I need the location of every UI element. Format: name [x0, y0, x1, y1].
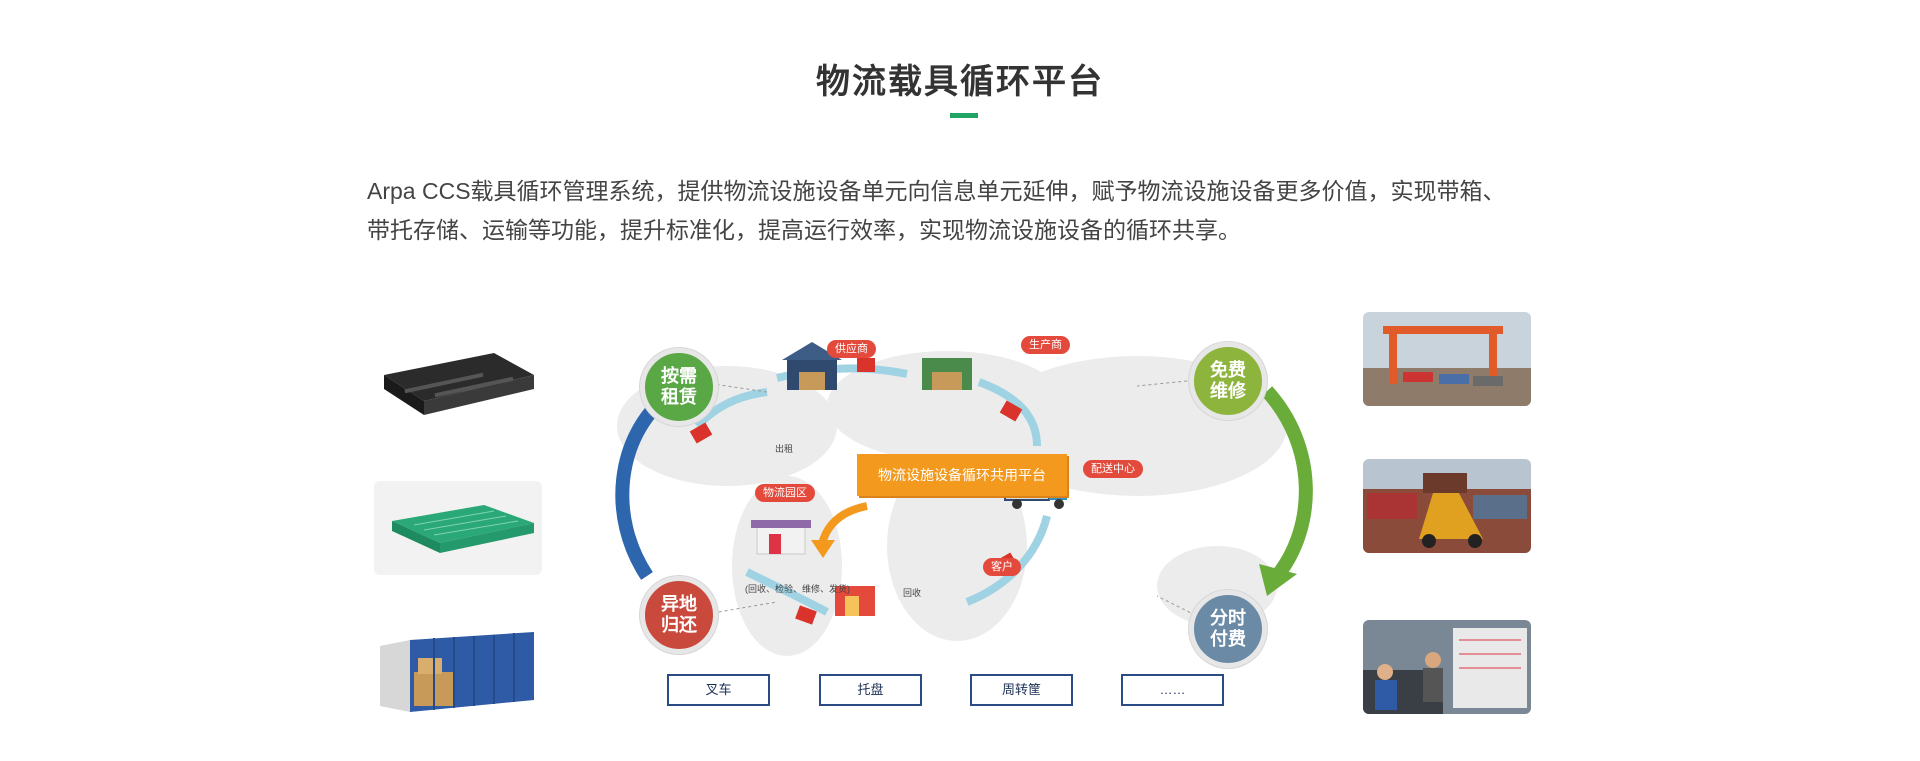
gantry-crane-photo: [1363, 312, 1531, 406]
shipping-container-icon: [374, 626, 542, 720]
crate-button[interactable]: 周转筐: [970, 674, 1073, 706]
page-title: 物流载具循环平台: [816, 63, 1104, 101]
tag-supplier: 供应商: [827, 340, 876, 358]
more-button[interactable]: ……: [1121, 674, 1224, 706]
intro-line-1: Arpa CCS载具循环管理系统，提供物流设施设备单元向信息单元延伸，赋予物流设…: [367, 178, 1506, 204]
tag-distribution-center: 配送中心: [1083, 460, 1143, 478]
rent-on-demand-circle: 按需租赁: [640, 348, 718, 426]
sharing-platform-box: 物流设施设备循环共用平台: [857, 454, 1067, 496]
customer-store-icon: [835, 586, 875, 616]
time-billing-label: 分时付费: [1210, 608, 1246, 649]
tag-logistics-park: 物流园区: [755, 484, 815, 502]
note-recycle: 回收: [903, 588, 922, 598]
green-crate-icon: [374, 481, 542, 575]
warehouse-workers-photo: [1363, 620, 1531, 714]
intro-text: Arpa CCS载具循环管理系统，提供物流设施设备单元向信息单元延伸，赋予物流设…: [367, 172, 1567, 250]
tag-producer: 生产商: [1021, 336, 1070, 354]
black-pallet-icon: [374, 335, 542, 429]
tag-customer: 客户: [983, 558, 1021, 576]
park-shop-icon: [751, 520, 811, 555]
remote-return-circle: 异地归还: [640, 576, 718, 654]
supplier-warehouse-icon: [782, 342, 842, 390]
pallet-button[interactable]: 托盘: [819, 674, 922, 706]
free-repair-label: 免费维修: [1210, 360, 1246, 401]
note-park: (回收、检验、维修、发货): [745, 584, 850, 594]
time-billing-circle: 分时付费: [1189, 590, 1267, 668]
intro-line-2: 带托存储、运输等功能，提升标准化，提高运行效率，实现物流设施设备的循环共享。: [367, 217, 1241, 243]
note-out: 出租: [775, 444, 794, 454]
title-accent-bar: [950, 113, 978, 118]
producer-factory-icon: [922, 358, 972, 390]
free-repair-circle: 免费维修: [1189, 342, 1267, 420]
rent-on-demand-label: 按需租赁: [661, 366, 697, 407]
remote-return-label: 异地归还: [661, 594, 697, 635]
reach-stacker-photo: [1363, 459, 1531, 553]
forklift-button[interactable]: 叉车: [667, 674, 770, 706]
logistics-cycle-diagram: 按需租赁 免费维修 分时付费 异地归还 供应商 生产商 配送中心 客户 物流园区…: [577, 296, 1333, 712]
